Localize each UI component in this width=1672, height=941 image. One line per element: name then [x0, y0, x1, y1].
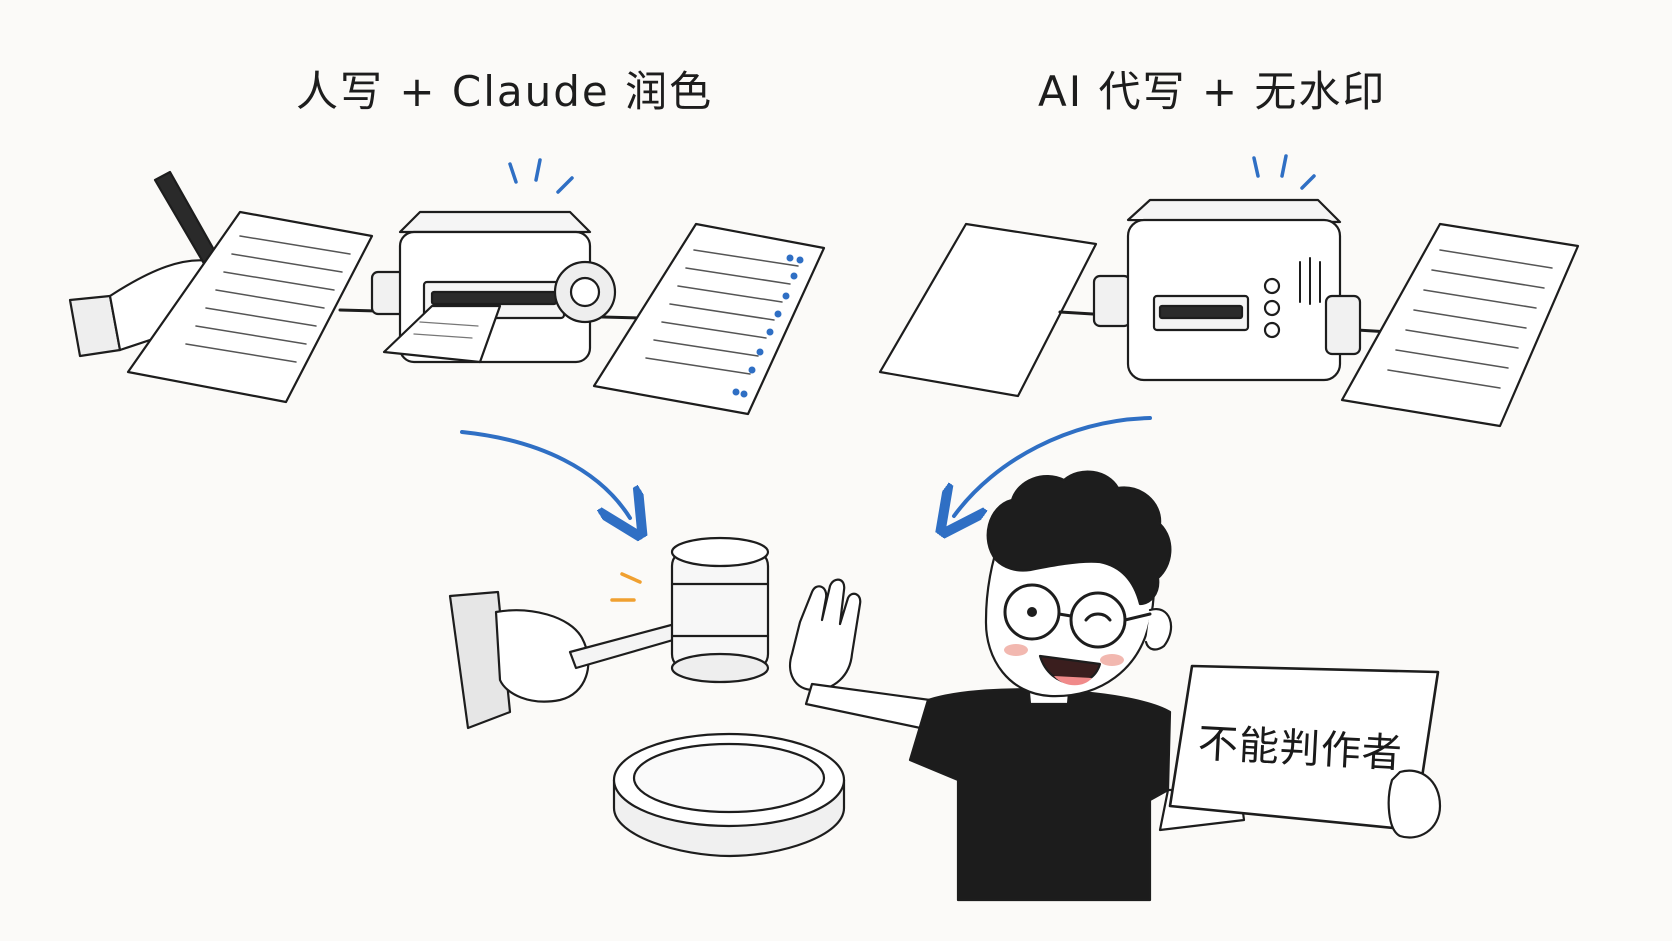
blank-page: [878, 222, 1098, 398]
judge-sleeve: [448, 590, 512, 730]
blue-dots-watermark: [732, 254, 804, 398]
generated-page: [1340, 222, 1580, 428]
sound-block-icon: [612, 732, 846, 858]
character-head: [984, 470, 1173, 698]
gavel-icon: [670, 536, 770, 684]
character: [788, 470, 1442, 902]
label-ai-write-no-watermark: AI 代写 + 无水印: [1038, 67, 1387, 116]
left-pipeline: [68, 158, 826, 416]
judge-hand-icon: [494, 609, 590, 703]
gavel-scene: [448, 536, 846, 858]
curly-hair: [986, 470, 1172, 606]
ai-machine-icon: [1092, 198, 1362, 382]
right-pipeline: [878, 154, 1580, 428]
handwritten-page: [126, 210, 374, 404]
glasses-icon: [1003, 583, 1152, 649]
right-motion-marks: [1252, 154, 1316, 190]
holding-hand-icon: [1387, 769, 1442, 839]
left-motion-marks: [508, 158, 574, 194]
stop-hand-icon: [788, 578, 862, 692]
shirt: [908, 688, 1172, 902]
impact-marks: [610, 572, 642, 602]
left-arrow: [460, 430, 630, 518]
label-human-write-claude-polish: 人写 + Claude 润色: [296, 67, 714, 116]
sign-text: 不能判作者: [1196, 720, 1404, 778]
right-arrow: [954, 416, 1152, 516]
polished-page: [592, 222, 826, 416]
